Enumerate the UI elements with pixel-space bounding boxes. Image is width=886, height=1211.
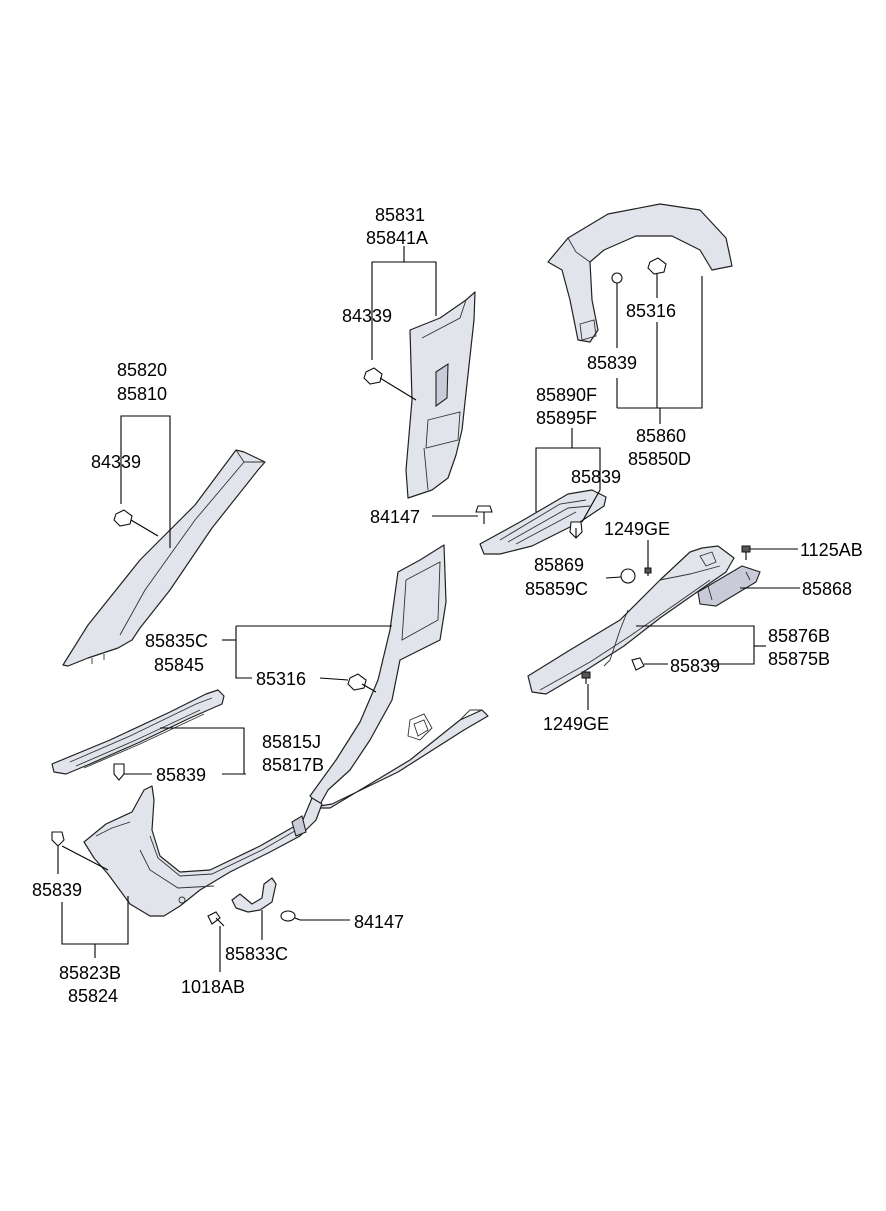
front-scuff-plate: [51, 689, 225, 775]
center-pillar-clip-icon: [347, 673, 367, 691]
label-85835C: 85835C: [145, 631, 208, 651]
label-85868: 85868: [802, 579, 852, 599]
front-scuff-fastener-icon: [113, 763, 125, 781]
rear-bracket: [697, 565, 761, 607]
center-pillar-trim: [309, 544, 489, 809]
label-85810: 85810: [117, 384, 167, 404]
label-85875B: 85875B: [768, 649, 830, 669]
label-85817B: 85817B: [262, 755, 324, 775]
part-labels: 85820 85810 84339 85831 85841A 84339 841…: [32, 205, 863, 1006]
label-85831: 85831: [375, 205, 425, 225]
label-85850D: 85850D: [628, 449, 691, 469]
label-85860: 85860: [636, 426, 686, 446]
c-pillar-clip-icon: [647, 257, 667, 275]
label-85316-c: 85316: [626, 301, 676, 321]
label-84339-a: 84339: [91, 452, 141, 472]
b-pillar-upper-trim: [405, 291, 476, 499]
label-85824: 85824: [68, 986, 118, 1006]
b-pillar-clip-icon: [363, 367, 383, 385]
cowl-side-trim: [83, 785, 323, 917]
leader-lines: [57, 246, 800, 972]
label-85820: 85820: [117, 360, 167, 380]
label-85839-rs: 85839: [571, 467, 621, 487]
label-85869: 85869: [534, 555, 584, 575]
label-85895F: 85895F: [536, 408, 597, 428]
label-85859C: 85859C: [525, 579, 588, 599]
label-84147-b: 84147: [370, 507, 420, 527]
rear-screw-lower-icon: [581, 671, 591, 684]
c-pillar-upper-trim: [547, 203, 733, 343]
label-84339-b: 84339: [342, 306, 392, 326]
c-pillar-push-pin-icon: [611, 272, 623, 290]
label-85890F: 85890F: [536, 385, 597, 405]
label-85839-rt: 85839: [670, 656, 720, 676]
cowl-fastener-icon: [51, 831, 65, 847]
bolt-1018-icon: [207, 911, 225, 927]
label-85833C: 85833C: [225, 944, 288, 964]
cap-icon: [620, 568, 636, 584]
lower-screw-icon: [280, 910, 301, 922]
label-84147-lw: 84147: [354, 912, 404, 932]
rear-sill-trim: [527, 545, 735, 695]
lower-bracket: [231, 877, 277, 913]
rear-scuff-plate: [479, 489, 607, 555]
label-85316-cp: 85316: [256, 669, 306, 689]
a-pillar-trim: [62, 449, 266, 667]
rear-trim-fastener-icon: [631, 657, 645, 671]
b-pillar-screw-icon: [475, 505, 493, 524]
label-85815J: 85815J: [262, 732, 321, 752]
label-1018AB: 1018AB: [181, 977, 245, 997]
label-1249GE-upper: 1249GE: [604, 519, 670, 539]
label-85823B: 85823B: [59, 963, 121, 983]
label-85876B: 85876B: [768, 626, 830, 646]
label-1249GE-lower: 1249GE: [543, 714, 609, 734]
a-pillar-clip-icon: [113, 509, 133, 527]
rear-screw-upper-icon: [644, 564, 652, 576]
label-85845: 85845: [154, 655, 204, 675]
label-85839-fs: 85839: [156, 765, 206, 785]
label-85839-c: 85839: [587, 353, 637, 373]
label-85841A: 85841A: [366, 228, 428, 248]
label-1125AB: 1125AB: [800, 540, 863, 560]
bolt-1125-icon: [741, 545, 751, 560]
label-85839-cw: 85839: [32, 880, 82, 900]
